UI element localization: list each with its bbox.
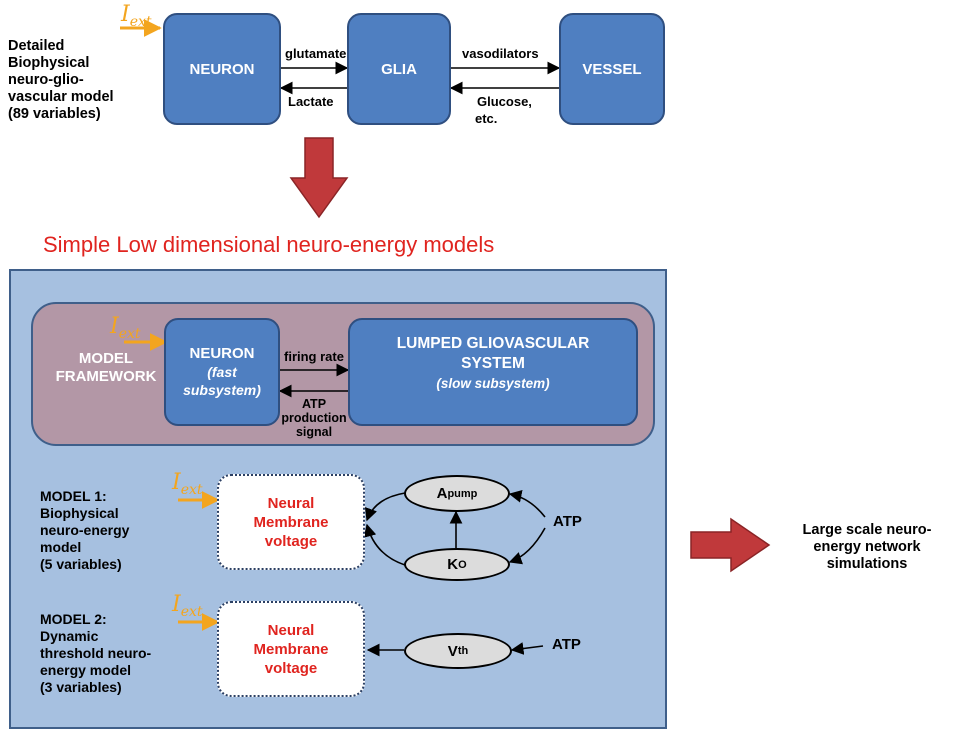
atp-signal-label: ATP production signal [281, 397, 347, 439]
iext-label-framework: Iext [110, 314, 141, 343]
iext-label-model2: Iext [172, 592, 203, 621]
vessel-box: VESSEL [559, 13, 665, 125]
section-heading: Simple Low dimensional neuro-energy mode… [43, 232, 495, 257]
vasodilators-label: vasodilators [462, 46, 539, 61]
atp-to-apump-arrow [508, 489, 546, 518]
model2-membrane-box: Neural Membrane voltage [217, 601, 365, 697]
lactate-label: Lactate [288, 94, 334, 109]
glucose-label: Glucose, [477, 94, 532, 109]
glutamate-label: glutamate [285, 46, 347, 61]
model2-atp-label: ATP [552, 636, 581, 653]
apump-to-membrane-arrow [364, 492, 406, 522]
network-simulations-label: Large scale neuro- energy network simula… [802, 522, 932, 572]
model1-membrane-box: Neural Membrane voltage [217, 474, 365, 570]
neuron-box: NEURON [163, 13, 281, 125]
iext-label-model1: Iext [172, 470, 203, 499]
model1-description: MODEL 1: Biophysical neuro-energy model … [40, 488, 130, 572]
model2-description: MODEL 2: Dynamic threshold neuro- energy… [40, 611, 152, 695]
atp-to-ko-arrow [508, 527, 546, 565]
firing-rate-label: firing rate [284, 349, 344, 364]
framework-neuron-box: NEURON (fast subsystem) [164, 318, 280, 426]
glia-box: GLIA [347, 13, 451, 125]
model-framework-label: MODEL FRAMEWORK [55, 350, 157, 385]
right-arrow [690, 517, 771, 573]
etc-label: etc. [475, 111, 498, 126]
iext-label-top: Iext [121, 2, 152, 31]
atp-to-vth-arrow [510, 642, 544, 655]
model1-atp-label: ATP [553, 513, 582, 530]
down-arrow [289, 137, 349, 219]
lumped-gliovascular-box: LUMPED GLIOVASCULAR SYSTEM (slow subsyst… [348, 318, 638, 426]
detailed-model-description: Detailed Biophysical neuro-glio- vascula… [8, 38, 114, 122]
ko-to-membrane-arrow [363, 523, 406, 566]
